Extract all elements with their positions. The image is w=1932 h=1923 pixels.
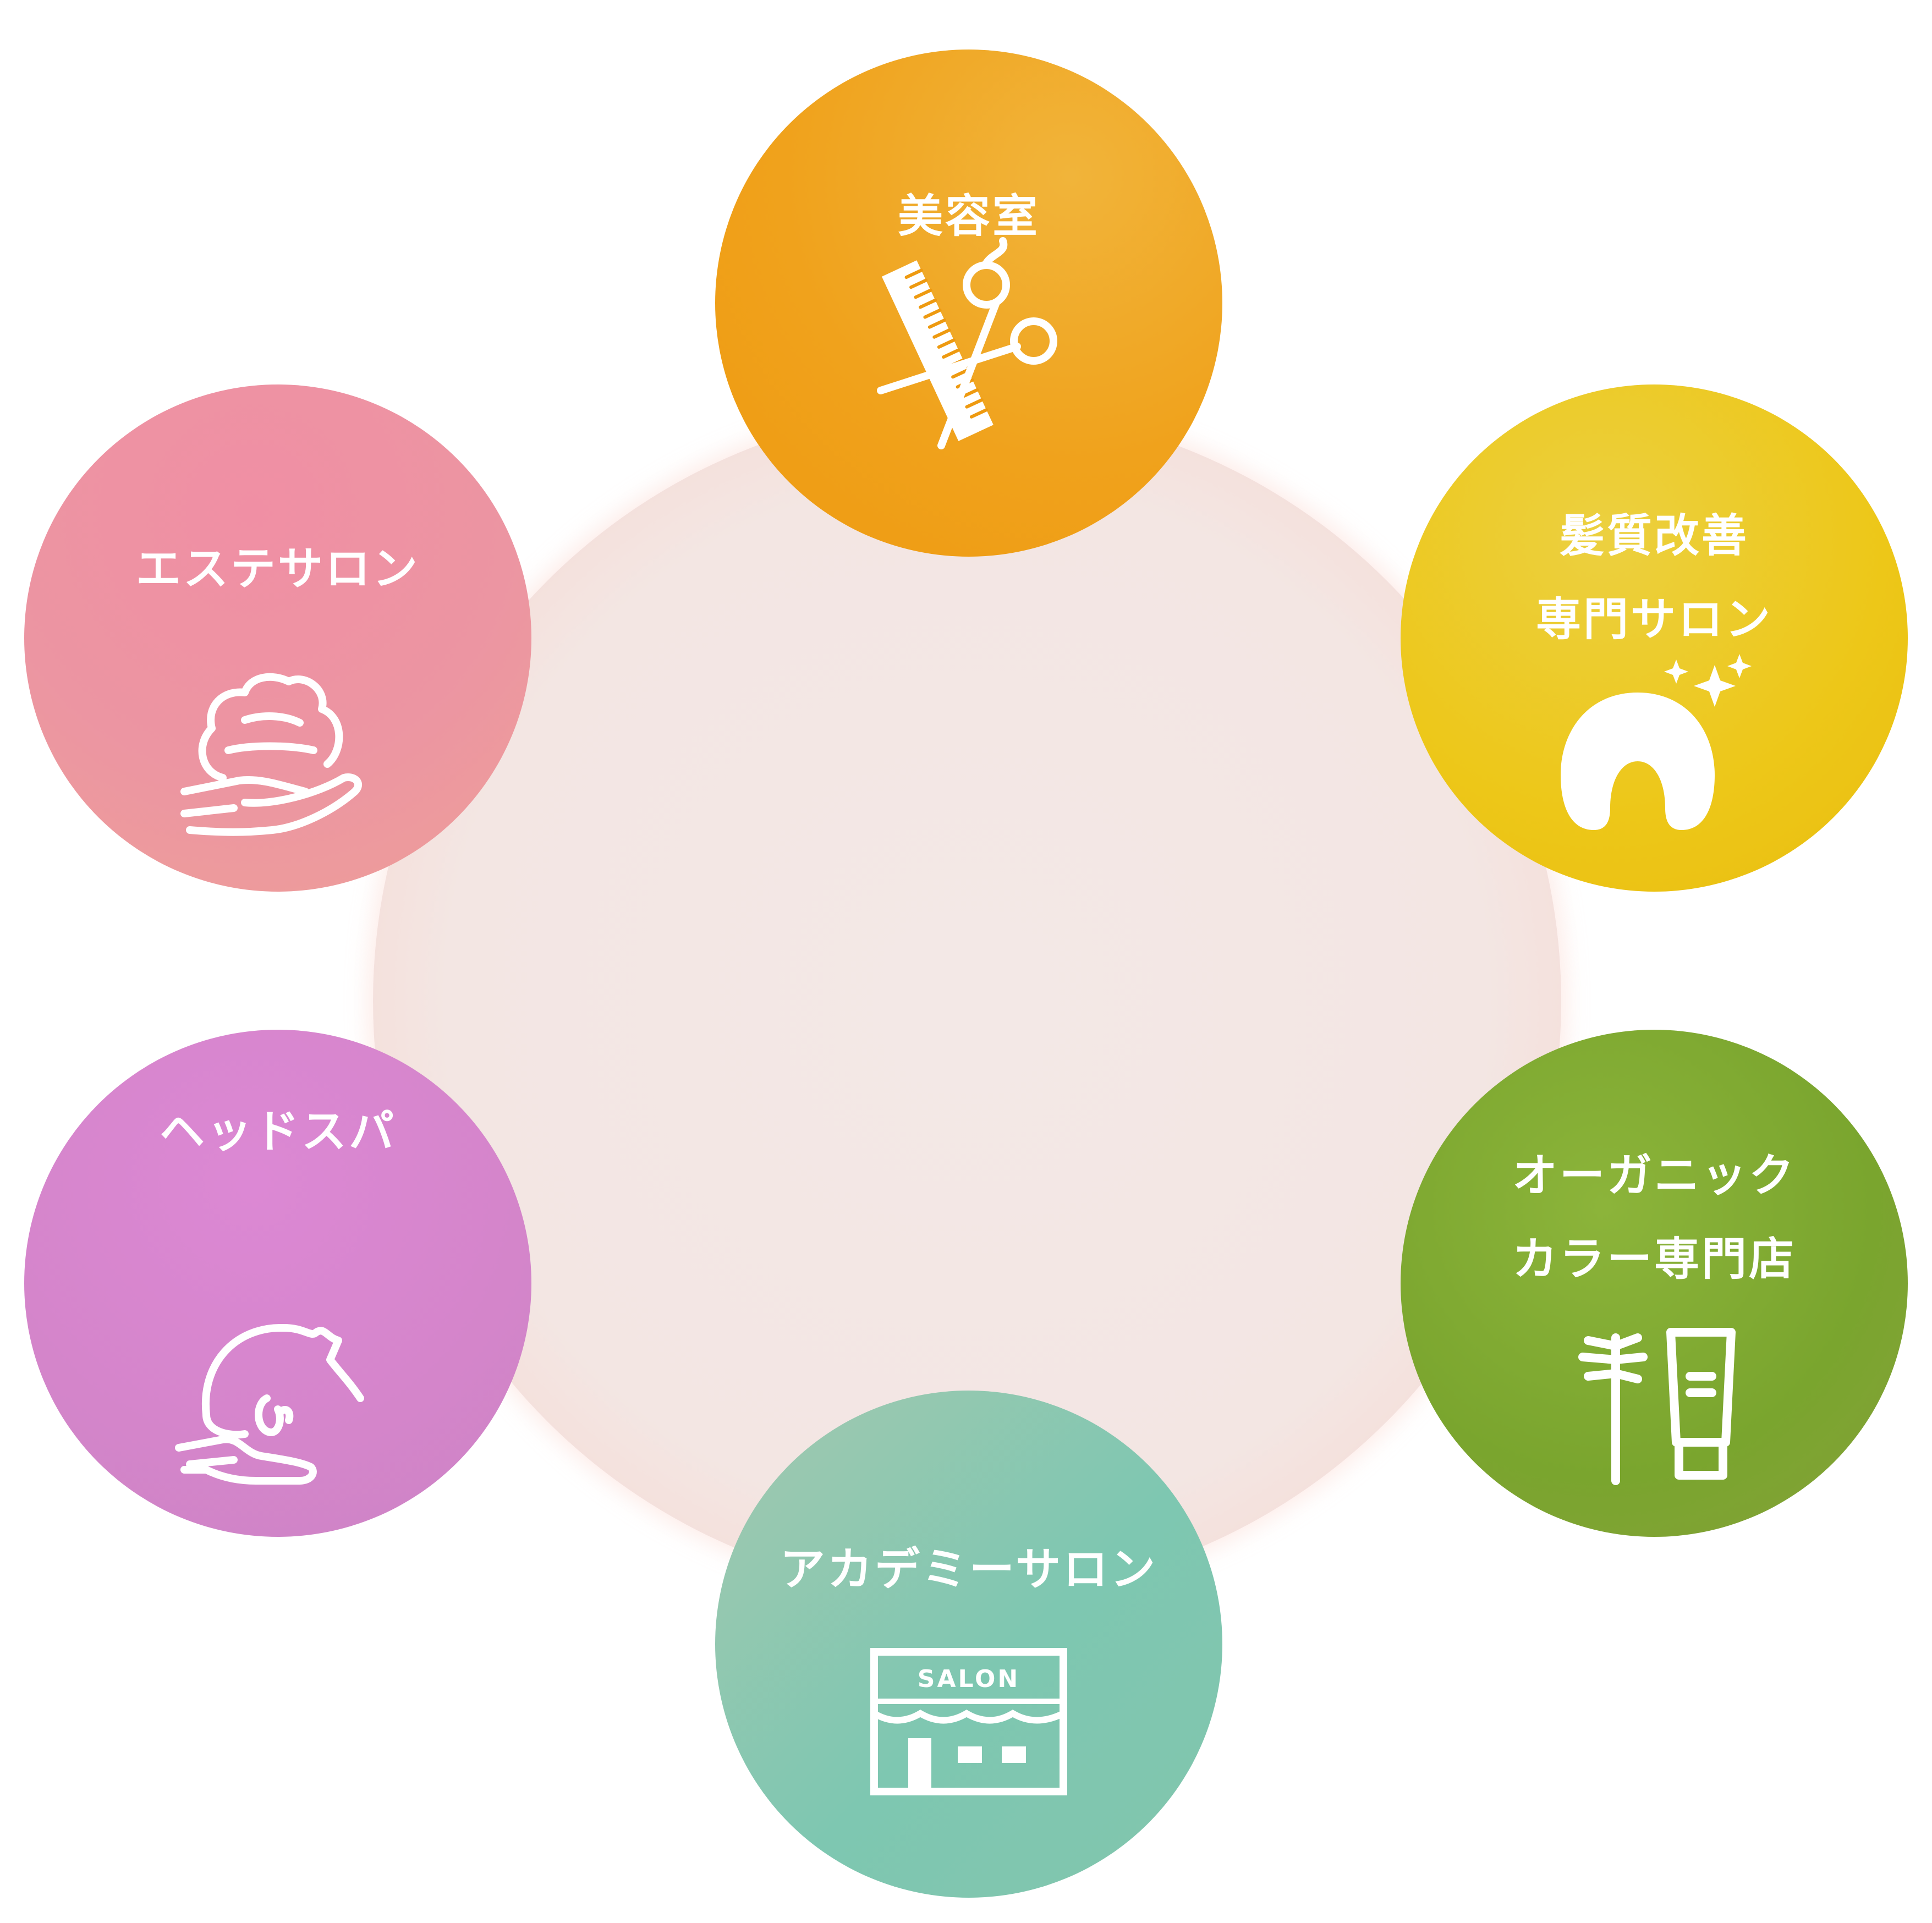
node-organic-color[interactable]: オーガニック カラー専門店 <box>1401 1030 1908 1537</box>
node-label: 髪質改善 専門サロン <box>1535 510 1772 646</box>
head-massage-icon <box>173 1316 382 1492</box>
foam-hand-icon <box>179 668 377 844</box>
node-head-spa[interactable]: ヘッドスパ <box>24 1030 531 1537</box>
node-label: エステサロン <box>135 543 420 595</box>
sparkling-hair-icon <box>1550 654 1759 841</box>
node-esthe-salon[interactable]: エステサロン <box>24 384 531 892</box>
node-academy-salon[interactable]: アカデミーサロン SALON <box>715 1391 1222 1898</box>
node-label: アカデミーサロン <box>780 1543 1158 1596</box>
node-label: オーガニック カラー専門店 <box>1512 1150 1796 1285</box>
node-label: 美容室 <box>897 190 1040 243</box>
salon-sign-text: SALON <box>918 1665 1020 1693</box>
scissors-comb-icon <box>859 237 1079 468</box>
node-biyoushitsu[interactable]: 美容室 <box>715 50 1222 557</box>
node-hair-improvement[interactable]: 髪質改善 専門サロン <box>1401 384 1908 892</box>
color-brush-tube-icon <box>1566 1316 1742 1492</box>
salon-storefront-icon: SALON <box>870 1647 1068 1796</box>
node-label: ヘッドスパ <box>159 1106 396 1158</box>
